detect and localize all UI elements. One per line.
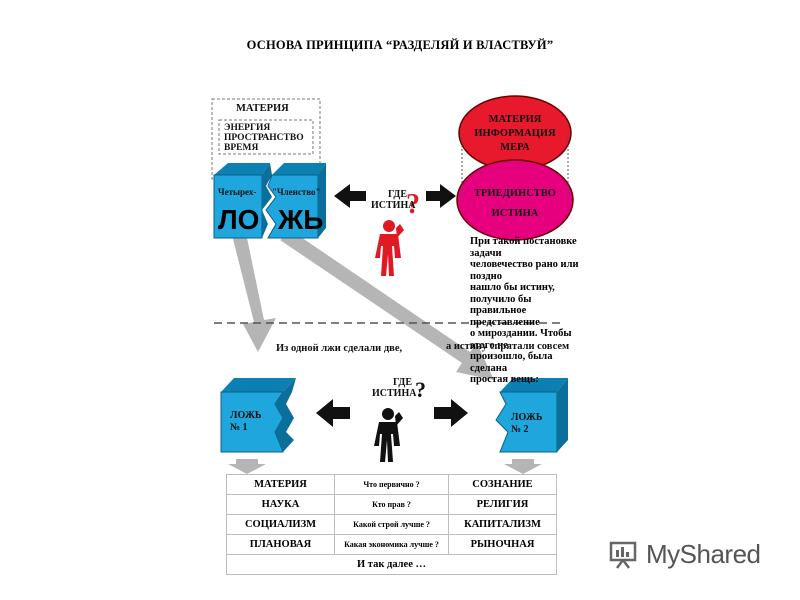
gray-arrow-left xyxy=(232,233,276,352)
time-line: ВРЕМЯ xyxy=(224,143,259,153)
table-cell-right: РЕЛИГИЯ xyxy=(448,494,557,515)
table-row: НАУКА Кто прав ? РЕЛИГИЯ xyxy=(226,494,557,515)
table-row: СОЦИАЛИЗМ Какой строй лучше ? КАПИТАЛИЗМ xyxy=(226,514,557,535)
lie-2-label: ЛОЖЬ № 2 xyxy=(511,412,542,436)
table-cell-right: КАПИТАЛИЗМ xyxy=(448,514,557,535)
note-line: человечество рано или поздно xyxy=(470,259,579,282)
lie-1-number: № 1 xyxy=(230,422,248,433)
space-line: ПРОСТРАНСТВО xyxy=(224,133,304,143)
table-row: ПЛАНОВАЯ Какая экономика лучше ? РЫНОЧНА… xyxy=(226,534,557,555)
gray-arrow-right xyxy=(280,231,494,380)
truth-line: ИСТИНА xyxy=(371,200,416,211)
cube-left-big-label: ЛО xyxy=(218,204,260,235)
black-thinker-figure xyxy=(374,408,403,462)
lie-1-label: ЛОЖЬ № 1 xyxy=(230,410,261,434)
cube-left-top-label: Четырех- xyxy=(218,187,257,197)
table-cell-question: Какая экономика лучше ? xyxy=(334,534,449,555)
cube-right-top-label: "Членство" xyxy=(272,187,321,197)
lie-cube-2 xyxy=(495,378,568,453)
red-line-3: МЕРА xyxy=(500,142,530,153)
down-arrow-right xyxy=(504,459,542,474)
energy-line: ЭНЕРГИЯ xyxy=(224,123,271,133)
table-cell-left: ПЛАНОВАЯ xyxy=(226,534,335,555)
lie-cube-split xyxy=(213,163,326,239)
pink-line-2: ИСТИНА xyxy=(491,208,539,219)
table-row: МАТЕРИЯ Что первично ? СОЗНАНИЕ xyxy=(226,474,557,495)
presentation-icon xyxy=(609,541,637,569)
lie-cube-1 xyxy=(220,378,296,453)
diagram-title: ОСНОВА ПРИНЦИПА “РАЗДЕЛЯЙ И ВЛАСТВУЙ” xyxy=(246,38,554,52)
matter-box-header: МАТЕРИЯ xyxy=(236,103,289,114)
pink-ellipse xyxy=(456,159,574,241)
table-footer-row: И так далее … xyxy=(226,554,557,575)
dichotomy-table: МАТЕРИЯ Что первично ? СОЗНАНИЕ НАУКА Кт… xyxy=(226,474,557,575)
pink-ellipse-text: ТРИЕДИНСТВО ИСТИНА xyxy=(462,184,568,224)
lie-2-number: № 2 xyxy=(511,424,529,435)
down-arrow-left xyxy=(228,459,266,474)
caption-right: а истину спрятали совсем xyxy=(446,341,570,352)
black-arrow-top-left xyxy=(334,184,366,208)
table-cell-right: РЫНОЧНАЯ xyxy=(448,534,557,555)
where-line: ГДЕ xyxy=(392,377,412,388)
red-line-1: МАТЕРИЯ xyxy=(488,114,542,125)
where-truth-bottom: ГДЕ ИСТИНА xyxy=(372,377,417,399)
red-ellipse-text: МАТЕРИЯ ИНФОРМАЦИЯ МЕРА xyxy=(465,113,565,155)
red-line-2: ИНФОРМАЦИЯ xyxy=(474,128,556,139)
black-arrow-bottom-right xyxy=(434,399,468,427)
black-arrow-bottom-left xyxy=(316,399,350,427)
note-line: простая вещь: xyxy=(470,374,539,385)
energy-box-text: ЭНЕРГИЯ ПРОСТРАНСТВО ВРЕМЯ xyxy=(224,123,304,153)
table-cell-left: МАТЕРИЯ xyxy=(226,474,335,495)
table-cell-question: Какой строй лучше ? xyxy=(334,514,449,535)
note-line: При такой постановке задачи xyxy=(470,236,577,259)
lie-2-word: ЛОЖЬ xyxy=(511,412,543,423)
table-cell-question: Что первично ? xyxy=(334,474,449,495)
where-line: ГДЕ xyxy=(387,189,407,200)
energy-frame xyxy=(218,119,314,155)
watermark: MyShared xyxy=(608,538,761,570)
truth-line: ИСТИНА xyxy=(372,388,417,399)
note-line: нашло бы истину, получило бы xyxy=(470,282,555,305)
explanation-note: При такой постановке задачи человечество… xyxy=(470,236,590,386)
table-cell-question: Кто прав ? xyxy=(334,494,449,515)
watermark-name: MyShared xyxy=(646,538,761,569)
where-truth-top: ГДЕ ИСТИНА xyxy=(371,189,416,211)
red-thinker-figure xyxy=(375,220,404,276)
pink-line-1: ТРИЕДИНСТВО xyxy=(474,188,556,199)
table-footer: И так далее … xyxy=(226,554,557,575)
caption-left: Из одной лжи сделали две, xyxy=(276,343,403,354)
lie-1-word: ЛОЖЬ xyxy=(230,410,262,421)
table-cell-left: СОЦИАЛИЗМ xyxy=(226,514,335,535)
black-arrow-top-right xyxy=(426,184,456,208)
black-question-mark-glyph: ? xyxy=(415,377,426,402)
table-cell-left: НАУКА xyxy=(226,494,335,515)
red-question-mark-glyph: ? xyxy=(406,189,420,220)
cube-right-big-label: ЖЬ xyxy=(278,204,324,235)
table-cell-right: СОЗНАНИЕ xyxy=(448,474,557,495)
note-line: правильное представление xyxy=(470,305,540,328)
note-line: произошло, была сделана xyxy=(470,351,553,374)
note-line: о мироздании. Чтобы этого не xyxy=(470,328,572,351)
